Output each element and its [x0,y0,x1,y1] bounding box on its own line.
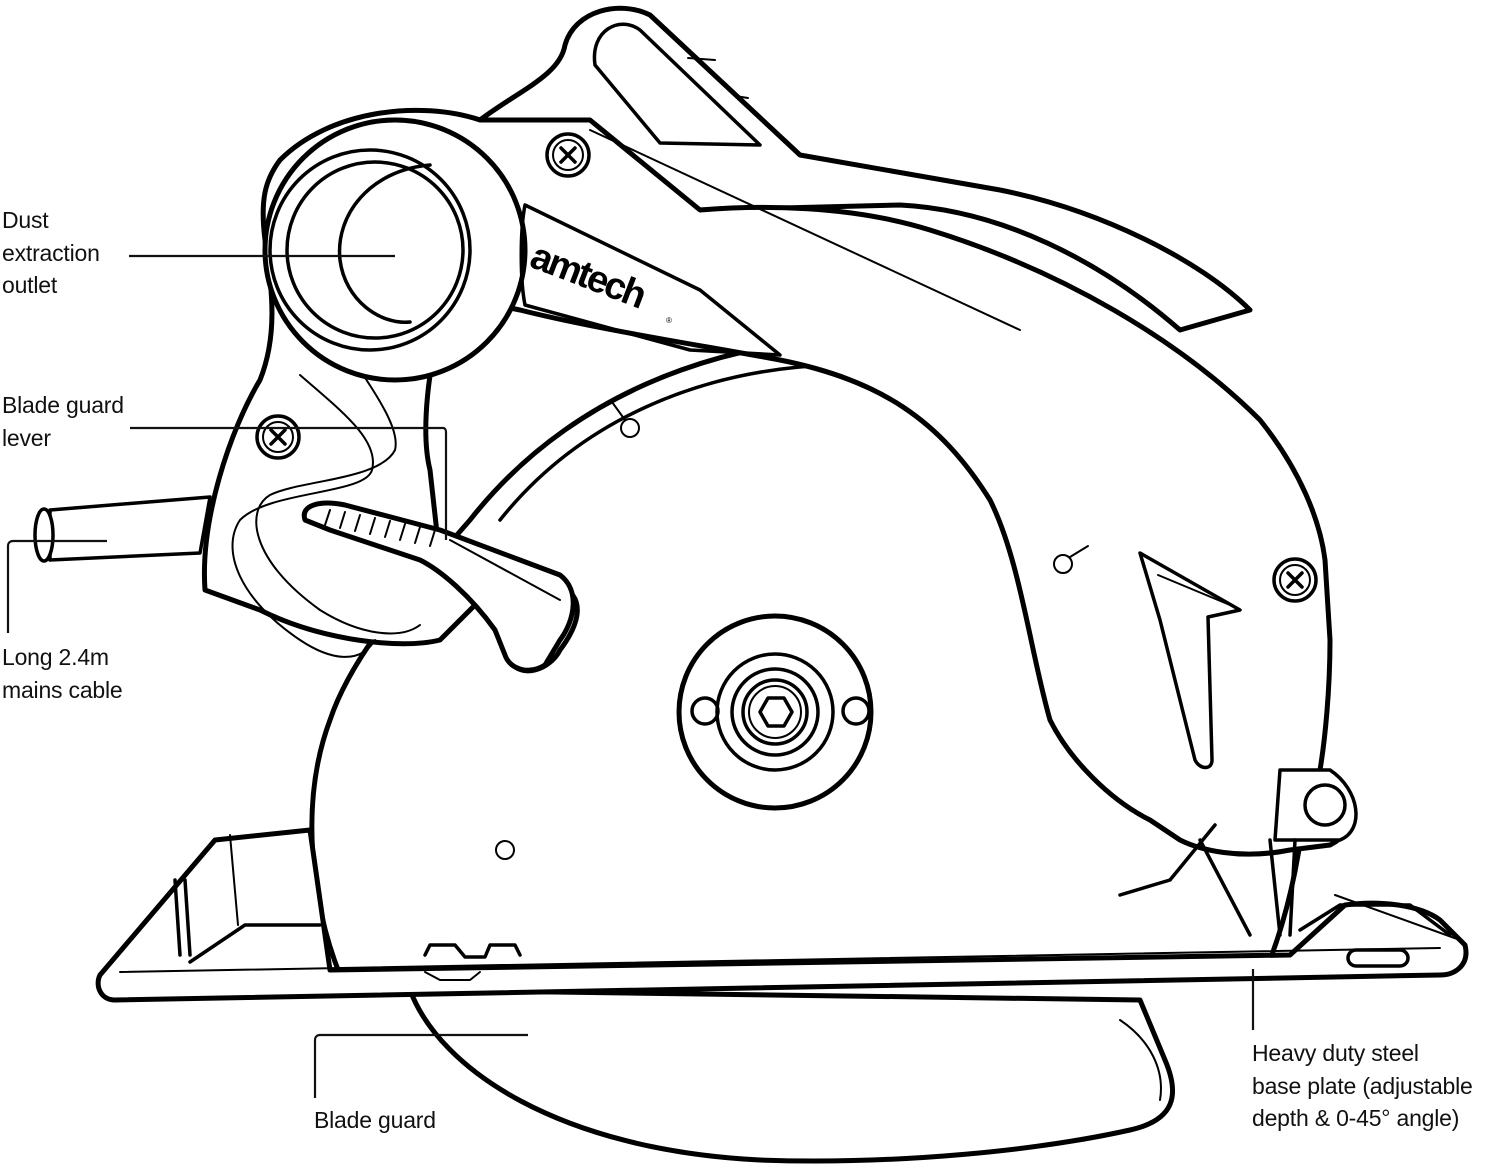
callout-blade-guard-lever: Blade guard lever [2,389,124,454]
callout-line: Blade guard [314,1107,436,1133]
callout-line: depth & 0-45° angle) [1252,1105,1460,1131]
callout-mains-cable: Long 2.4m mains cable [2,641,123,706]
blade-guard-lever-graphic [301,500,576,673]
base-slot [1346,948,1410,968]
mains-cable-graphic [33,495,212,563]
top-handle [477,5,1253,333]
depth-pivot [1118,768,1358,937]
registered-mark: ® [666,316,672,325]
callout-blade-guard: Blade guard [314,1104,436,1137]
screw-top [545,132,591,178]
front-nose-detail [1138,551,1242,770]
leader-lines [6,254,1255,1098]
screw-front [1272,557,1318,603]
leader-guard-lever [130,426,448,540]
callout-line: Heavy duty steel [1252,1040,1419,1066]
blade-arbor [676,613,874,811]
screw-handle [255,414,301,460]
callout-base-plate: Heavy duty steel base plate (adjustable … [1252,1037,1473,1135]
callout-line: outlet [2,272,58,298]
callout-line: extraction [2,239,100,266]
callout-line: lever [2,424,51,451]
dust-extraction-outlet-graphic [262,117,528,383]
callout-line: base plate (adjustable [1252,1072,1473,1099]
callout-line: Dust [2,207,49,233]
callout-line: Blade guard [2,392,124,418]
leader-mains-cable [6,539,107,633]
blade-guard-lower [407,987,1175,1164]
callout-line: Long 2.4m [2,644,109,670]
leader-blade-guard [313,1033,528,1098]
callout-line: mains cable [2,676,123,703]
base-plate [95,827,1469,1003]
callout-dust-extraction-outlet: Dust extraction outlet [2,204,100,302]
